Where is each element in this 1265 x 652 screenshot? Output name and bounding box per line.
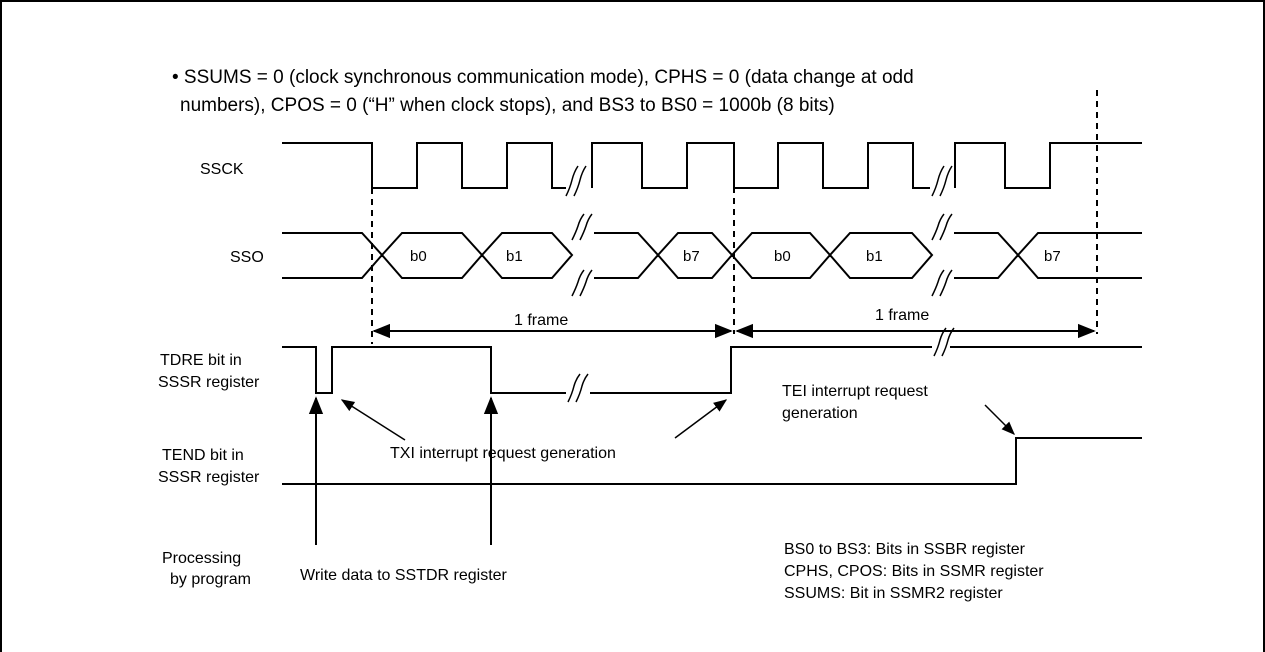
sso-bit-b0: b0 [410, 248, 427, 265]
sso-bit-b0-second: b0 [774, 248, 791, 265]
signal-label-sso: SSO [230, 249, 264, 266]
ssck-break-mark-1 [565, 165, 587, 197]
tend-waveform [282, 437, 1142, 485]
sso-bit-b7-second: b7 [1044, 248, 1061, 265]
ssck-waveform [282, 142, 1142, 189]
signal-label-proc-2: by program [170, 571, 251, 588]
tdre-break-mark-2 [933, 327, 955, 357]
sso-bit-b1-second: b1 [866, 248, 883, 265]
sso-bit-b1: b1 [506, 248, 523, 265]
note-line-1: • SSUMS = 0 (clock synchronous communica… [172, 67, 914, 88]
tdre-break-mark-1 [567, 373, 589, 403]
txi-annotation: TXI interrupt request generation [390, 445, 616, 462]
legend-line-2: CPHS, CPOS: Bits in SSMR register [784, 563, 1044, 580]
sso-waveform [282, 232, 1142, 279]
ssck-break-mark-2 [931, 165, 953, 197]
sso-break-mark-bottom-2 [931, 269, 953, 297]
legend-line-3: SSUMS: Bit in SSMR2 register [784, 585, 1003, 602]
txi-arrow-1 [340, 399, 406, 441]
signal-label-tend-1: TEND bit in [162, 447, 244, 464]
tei-annotation-1: TEI interrupt request [782, 383, 928, 400]
note-line-2: numbers), CPOS = 0 (“H” when clock stops… [180, 95, 835, 116]
tei-arrow [984, 404, 1015, 435]
tei-annotation-2: generation [782, 405, 858, 422]
signal-label-tdre-1: TDRE bit in [160, 352, 242, 369]
signal-label-ssck: SSCK [200, 161, 244, 178]
write-data-annotation: Write data to SSTDR register [300, 567, 508, 584]
signal-label-tdre-2: SSSR register [158, 374, 260, 391]
sso-break-mark-top-1 [571, 213, 593, 241]
sso-bit-b7: b7 [683, 248, 700, 265]
signal-label-proc-1: Processing [162, 550, 241, 567]
frame-label-1: 1 frame [514, 312, 568, 329]
frame-label-2: 1 frame [875, 307, 929, 324]
sso-break-mark-top-2 [931, 213, 953, 241]
txi-arrow-2 [674, 399, 728, 439]
sso-break-mark-bottom-1 [571, 269, 593, 297]
tdre-waveform [282, 346, 1142, 394]
signal-label-tend-2: SSSR register [158, 469, 260, 486]
legend-line-1: BS0 to BS3: Bits in SSBR register [784, 541, 1026, 558]
